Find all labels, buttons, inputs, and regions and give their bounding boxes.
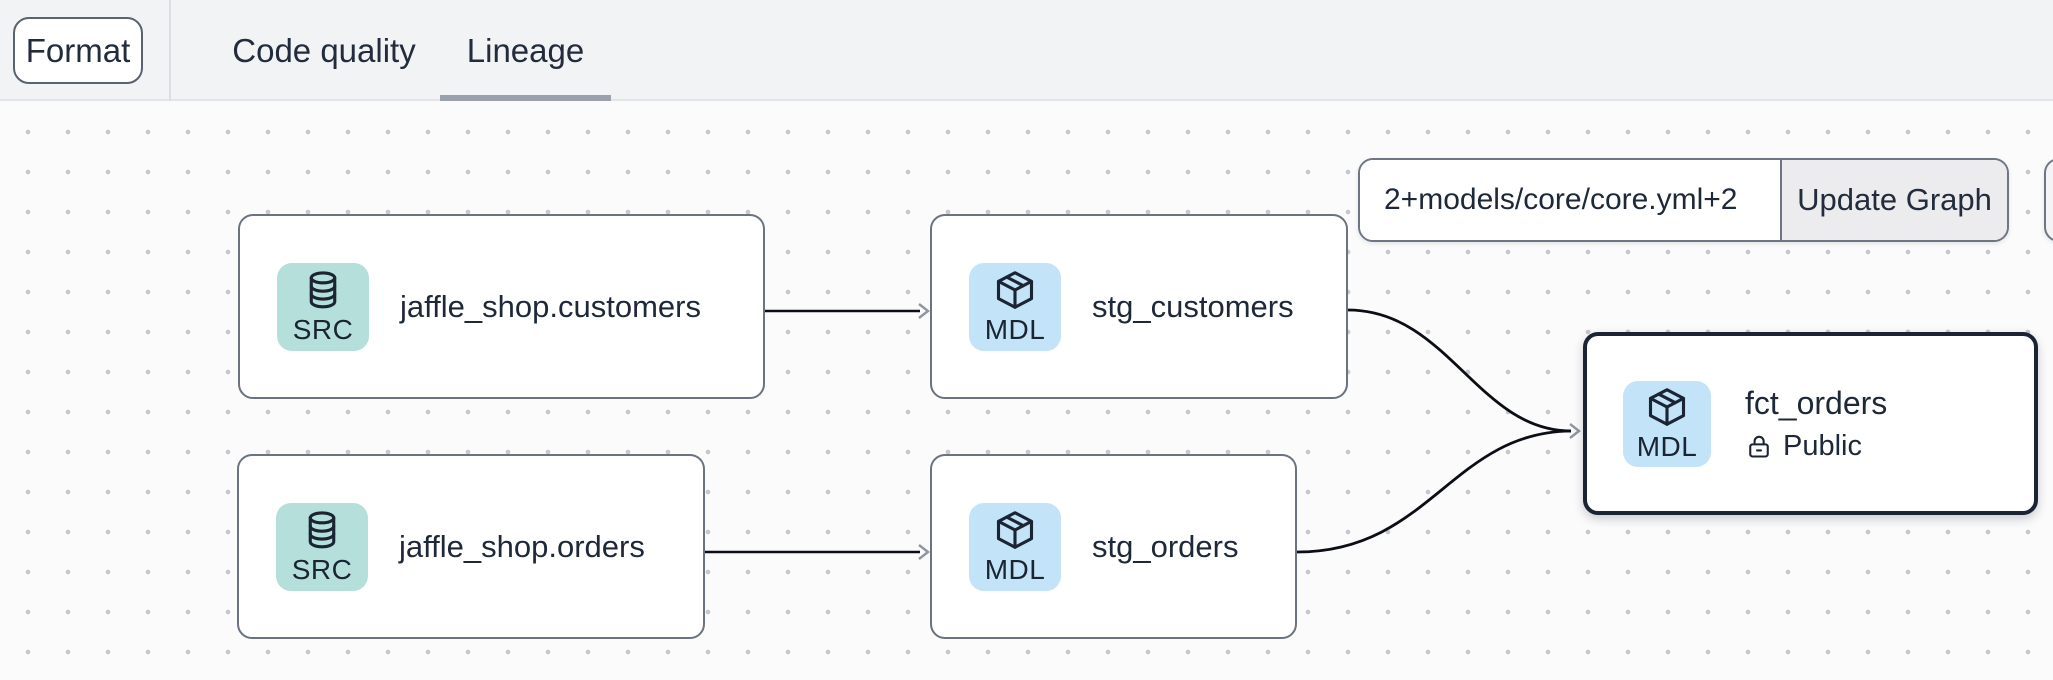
badge-label: SRC (291, 553, 353, 585)
unlock-icon (1745, 432, 1773, 460)
access-row: Public (1745, 430, 1887, 463)
active-tab-underline (440, 95, 611, 101)
source-badge: SRC (277, 262, 369, 351)
node-jaffle-shop-orders[interactable]: SRC jaffle_shop.orders (237, 454, 705, 639)
model-badge: MDL (969, 502, 1061, 591)
node-fct-orders[interactable]: MDL fct_orders Public (1583, 332, 2038, 515)
node-jaffle-shop-customers[interactable]: SRC jaffle_shop.customers (238, 214, 765, 399)
badge-label: SRC (292, 313, 354, 345)
node-label: stg_customers (1092, 288, 1294, 324)
tab-code-quality[interactable]: Code quality (232, 31, 416, 69)
badge-label: MDL (984, 313, 1046, 345)
node-label: jaffle_shop.customers (400, 288, 701, 324)
header-bar: Format Code quality Lineage (0, 0, 2053, 101)
cube-icon (993, 268, 1037, 312)
node-label: jaffle_shop.orders (399, 528, 645, 564)
node-stg-orders[interactable]: MDL stg_orders (930, 454, 1297, 639)
database-icon (301, 268, 345, 312)
update-graph-button[interactable]: Update Graph (1780, 160, 2007, 240)
node-stg-customers[interactable]: MDL stg_customers (930, 214, 1348, 399)
model-badge: MDL (969, 262, 1061, 351)
selector-input[interactable] (1360, 160, 1780, 240)
badge-label: MDL (1636, 430, 1698, 462)
clipped-toolbar-button[interactable] (2044, 158, 2053, 242)
access-label: Public (1783, 429, 1862, 462)
selector-toolbar: Update Graph (1358, 158, 2009, 242)
badge-label: MDL (984, 553, 1046, 585)
node-label: fct_orders (1745, 384, 1888, 421)
node-label: stg_orders (1092, 528, 1239, 564)
database-icon (300, 508, 344, 552)
model-badge: MDL (1623, 380, 1711, 467)
cube-icon (993, 508, 1037, 552)
format-button[interactable]: Format (13, 17, 143, 84)
header-divider (169, 0, 171, 101)
node-text: fct_orders Public (1745, 385, 1887, 463)
tab-lineage[interactable]: Lineage (466, 31, 585, 69)
source-badge: SRC (276, 502, 368, 591)
cube-icon (1645, 385, 1689, 429)
